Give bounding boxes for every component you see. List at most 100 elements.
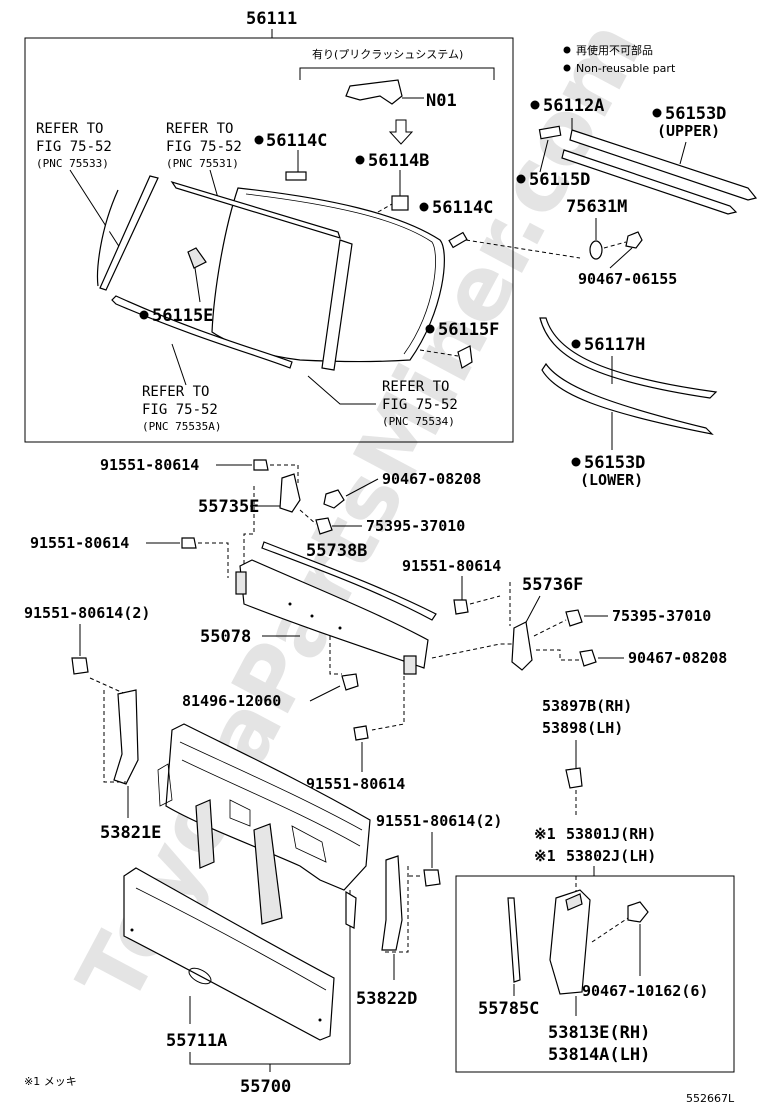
callout-55736f: 55736F [522, 575, 583, 595]
callout-90467-08208-b: 90467-08208 [628, 649, 727, 667]
callout-90467-10162: 90467-10162(6) [582, 982, 708, 1000]
callout-53814a: 53814A(LH) [548, 1045, 650, 1065]
55711a-panel [123, 867, 335, 1041]
footer-note: ※1 メッキ [24, 1075, 77, 1088]
callout-75395-37010-b: 75395-37010 [612, 607, 711, 625]
90467-06155-clip-part [625, 231, 643, 249]
cowl-tab [345, 890, 357, 929]
bolt-icon [253, 459, 269, 471]
svg-text:FIG 75-52: FIG 75-52 [142, 402, 218, 418]
callout-53822d: 53822D [356, 989, 417, 1009]
reference-75533: REFER TO FIG 75-52 (PNC 75533) [36, 121, 112, 170]
legend-bullet-subtext: Non-reusable part [576, 62, 676, 75]
nonreusable-bullet-icon [254, 135, 264, 145]
nonreusable-bullet-icon [571, 339, 581, 349]
55785c-strip [507, 897, 521, 983]
callout-55078: 55078 [200, 627, 251, 647]
side-moulding-right-part [321, 239, 353, 371]
clip-icon [627, 901, 649, 923]
windshield-assembly-box [24, 37, 514, 443]
callout-55738b: 55738B [306, 541, 367, 561]
55738b-strip [261, 541, 437, 621]
clip-icon [323, 489, 345, 509]
callout-56153d-lower: 56153D [584, 453, 645, 473]
clip-icon [341, 673, 359, 691]
55078-end-right [403, 655, 417, 675]
svg-text:REFER TO: REFER TO [382, 379, 449, 395]
callout-91551-80614-b: 91551-80614 [30, 534, 129, 552]
svg-text:FIG 75-52: FIG 75-52 [36, 139, 112, 155]
callout-53813e: 53813E(RH) [548, 1023, 650, 1043]
mark-b: ※1 [534, 847, 556, 865]
callout-56114c-b: 56114C [432, 198, 493, 218]
callout-53802j: 53802J(LH) [566, 847, 656, 865]
nonreusable-bullet-icon [530, 100, 540, 110]
callout-55700: 55700 [240, 1077, 291, 1097]
nonreusable-bullet-icon [425, 324, 435, 334]
bolt-icon [423, 869, 441, 887]
svg-text:FIG 75-52: FIG 75-52 [166, 139, 242, 155]
illustration-number: 552667L [686, 1092, 735, 1105]
callout-75395-37010-a: 75395-37010 [366, 517, 465, 535]
callout-75631m: 75631M [566, 197, 627, 217]
n01-cover-part [345, 79, 403, 105]
svg-text:REFER TO: REFER TO [166, 121, 233, 137]
callout-56115e: 56115E [152, 306, 213, 326]
callout-91551-80614-a: 91551-80614 [100, 456, 199, 474]
56114c-tape-part-b [448, 231, 468, 249]
callout-53801j: 53801J(RH) [566, 825, 656, 843]
53821e-bracket [113, 689, 139, 785]
callout-56114b: 56114B [368, 151, 429, 171]
nonreusable-bullet-icon [652, 108, 662, 118]
callout-precrash: 有り(プリクラッシュシステム) [312, 47, 463, 61]
reference-75531: REFER TO FIG 75-52 (PNC 75531) [166, 121, 242, 170]
svg-text:(PNC 75534): (PNC 75534) [382, 415, 455, 428]
label-lower: (LOWER) [580, 471, 643, 489]
upper-moulding-part [170, 180, 341, 239]
callout-90467-06155: 90467-06155 [578, 270, 677, 288]
nonreusable-bullet-icon [139, 310, 149, 320]
55736f-bracket [511, 621, 533, 671]
callout-91551-80614-d: 91551-80614 [306, 775, 405, 793]
nonreusable-bullet-icon [419, 202, 429, 212]
pillar-sub-box [455, 875, 735, 1073]
56153d-upper-strip [569, 129, 758, 201]
arrow-down-icon [388, 119, 414, 145]
mirror-base-part [187, 247, 207, 269]
side-moulding-left-part [99, 175, 159, 291]
56115d-tape-part [538, 125, 562, 140]
reference-75534: REFER TO FIG 75-52 (PNC 75534) [382, 379, 458, 428]
callout-55735e: 55735E [198, 497, 259, 517]
55078-end-left [235, 571, 247, 595]
callout-91551-80614-2b: 91551-80614(2) [376, 812, 502, 830]
clip-icon [315, 517, 333, 535]
56115f-clip-part [457, 345, 473, 369]
legend-bullet-icon [563, 46, 571, 54]
clip-icon [565, 609, 583, 627]
55735e-bracket [279, 473, 301, 513]
nonreusable-bullet-icon [355, 155, 365, 165]
legend-bullet-icon [563, 64, 571, 72]
legend-bullet-text: 再使用不可部品 [576, 43, 653, 57]
bolt-icon [453, 599, 469, 615]
pillar-garnish-part [549, 889, 591, 995]
nonreusable-bullet-icon [571, 457, 581, 467]
windshield-glass [211, 187, 445, 363]
callout-56153d-upper: 56153D [665, 104, 726, 124]
svg-text:(PNC 75535A): (PNC 75535A) [142, 420, 221, 433]
bolt-icon [71, 657, 89, 675]
56114b-bracket-part [391, 195, 409, 211]
mark-a: ※1 [534, 825, 556, 843]
svg-text:REFER TO: REFER TO [36, 121, 103, 137]
nonreusable-bullet-icon [516, 174, 526, 184]
reference-75535a: REFER TO FIG 75-52 (PNC 75535A) [142, 384, 221, 433]
55078-panel [239, 559, 429, 669]
53897b-bracket [565, 767, 583, 789]
callout-56115f: 56115F [438, 320, 499, 340]
callout-56112a: 56112A [543, 96, 604, 116]
cowl-leg-left [195, 799, 215, 869]
callout-55711a: 55711A [166, 1031, 227, 1051]
callout-53897b: 53897B(RH) [542, 697, 632, 715]
56112a-strip [561, 149, 738, 215]
